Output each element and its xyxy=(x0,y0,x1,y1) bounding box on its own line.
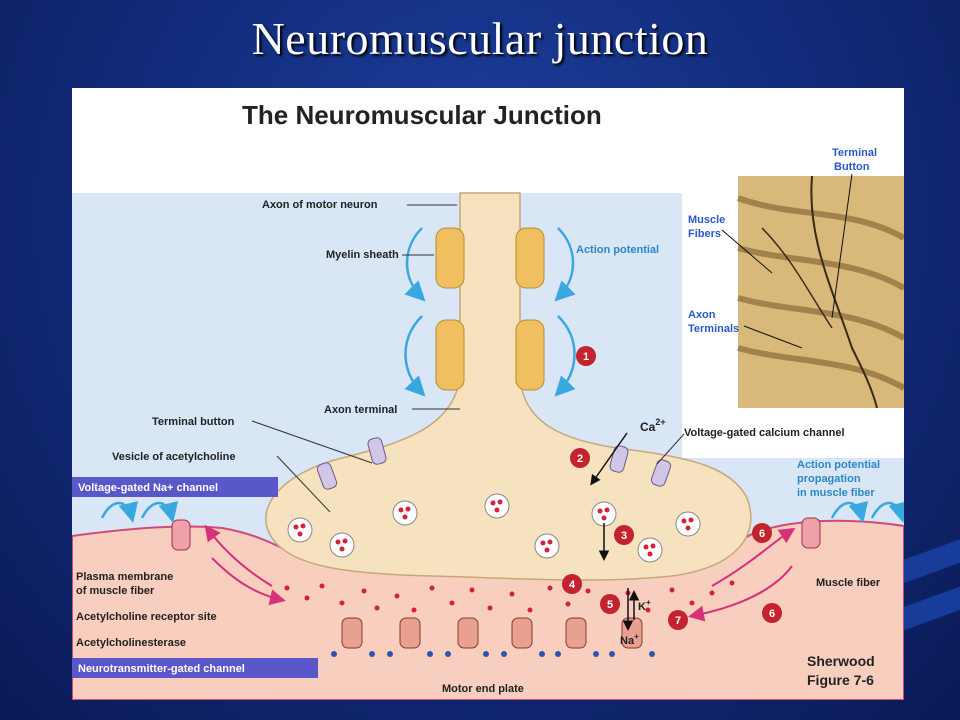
action-potential-arrow xyxy=(554,227,576,302)
label-action-potential: Action potential xyxy=(576,244,659,256)
step-3: 3 xyxy=(621,530,627,542)
label-muscle-fiber: Muscle fiber xyxy=(816,577,881,589)
calcium-channels xyxy=(316,437,672,490)
ach-receptor-channels xyxy=(341,617,643,649)
step-2: 2 xyxy=(577,453,583,465)
inset-label-axon-1: Axon xyxy=(688,309,716,321)
step-6a: 6 xyxy=(759,528,765,540)
label-plasma-membrane-2: of muscle fiber xyxy=(76,585,155,597)
svg-text:Ca2+: Ca2+ xyxy=(640,417,666,434)
label-terminal-button: Terminal button xyxy=(152,416,235,428)
label-vesicle-ach: Vesicle of acetylcholine xyxy=(112,451,236,463)
label-na-ion: Na xyxy=(620,635,635,647)
label-k-ion: K xyxy=(638,601,646,613)
label-credit-1: Sherwood xyxy=(807,653,875,669)
micrograph-inset xyxy=(682,128,904,458)
myelin-segment xyxy=(515,227,545,289)
label-axon-terminal: Axon terminal xyxy=(324,404,397,416)
label-ap-propagation-3: in muscle fiber xyxy=(797,487,875,499)
inset-leader xyxy=(721,229,773,274)
na-channel-left xyxy=(171,519,191,551)
step-5: 5 xyxy=(607,599,613,611)
label-plasma-membrane-1: Plasma membrane xyxy=(76,571,173,583)
propagation-arrow xyxy=(100,501,139,523)
propagation-arrow xyxy=(870,501,904,523)
svg-text:K+: K+ xyxy=(638,598,651,613)
label-axon-motor-neuron: Axon of motor neuron xyxy=(262,199,378,211)
step-badges: 1 2 3 4 5 6 6 7 xyxy=(562,346,782,630)
label-na-charge: + xyxy=(634,632,639,641)
step-1: 1 xyxy=(583,351,589,363)
label-vg-ca-channel: Voltage-gated calcium channel xyxy=(684,427,845,439)
leader-lines xyxy=(251,204,685,513)
inset-label-muscle-1: Muscle xyxy=(688,214,725,226)
slide-title: Neuromuscular junction xyxy=(251,13,709,64)
label-box-na-channel xyxy=(72,477,278,497)
step-6b: 6 xyxy=(769,608,775,620)
label-ca-charge: 2+ xyxy=(655,417,665,427)
step-7: 7 xyxy=(675,615,681,627)
local-current-arrow xyxy=(211,557,286,606)
figure-title: The Neuromuscular Junction xyxy=(242,100,602,130)
local-current-arrow xyxy=(688,565,793,622)
nmj-figure: 1 2 3 4 5 6 6 7 The Neuromuscular Juncti… xyxy=(72,88,904,700)
label-ca-ion: Ca xyxy=(640,420,656,434)
label-vg-na-channel: Voltage-gated Na+ channel xyxy=(78,482,218,494)
step-4: 4 xyxy=(569,579,576,591)
label-ap-propagation-2: propagation xyxy=(797,473,861,485)
label-credit-2: Figure 7-6 xyxy=(807,672,874,688)
label-motor-end-plate: Motor end plate xyxy=(442,683,524,695)
ach-vesicles xyxy=(287,493,701,563)
myelin-segment xyxy=(435,319,465,391)
label-box-nt-channel xyxy=(72,658,318,678)
label-nt-gated-channel: Neurotransmitter-gated channel xyxy=(78,663,245,675)
local-current-arrow xyxy=(204,524,273,587)
local-current-arrow xyxy=(711,527,796,587)
action-potential-arrow xyxy=(554,315,576,397)
myelin-segment xyxy=(435,227,465,289)
label-ap-propagation-1: Action potential xyxy=(797,459,880,471)
inset-label-muscle-2: Fibers xyxy=(688,228,721,240)
label-k-charge: + xyxy=(646,598,651,607)
label-acetylcholinesterase: Acetylcholinesterase xyxy=(76,637,186,649)
inset-leader xyxy=(831,173,853,319)
calcium-influx-arrow xyxy=(590,432,628,486)
inset-label-terminal-1: Terminal xyxy=(832,147,877,159)
label-ach-receptor-site: Acetylcholine receptor site xyxy=(76,611,217,623)
inset-leader xyxy=(743,325,803,349)
inset-label-terminal-2: Button xyxy=(834,161,870,173)
na-channel-right xyxy=(801,517,821,549)
inset-label-axon-2: Terminals xyxy=(688,323,739,335)
action-potential-arrow xyxy=(404,227,426,302)
propagation-arrow xyxy=(140,501,179,523)
acetylcholinesterase-dots xyxy=(331,651,655,657)
svg-text:Na+: Na+ xyxy=(620,632,639,647)
action-potential-arrow xyxy=(404,315,426,397)
label-myelin-sheath: Myelin sheath xyxy=(326,249,399,261)
ach-molecules-in-vesicles xyxy=(293,499,694,557)
myelin-segment xyxy=(515,319,545,391)
propagation-arrow xyxy=(830,501,869,523)
